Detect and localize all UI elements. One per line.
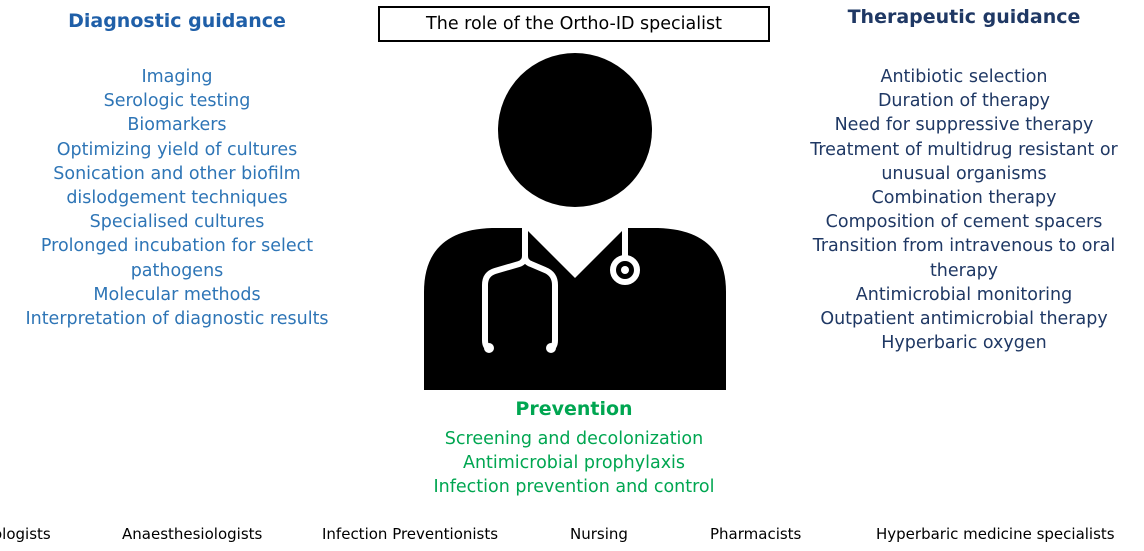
list-item: Duration of therapy [877,91,1051,112]
list-item: Treatment of multidrug resistant or [810,139,1118,160]
list-item: Prolonged incubation for select [40,236,314,257]
list-item: Imaging [141,67,213,87]
list-item: dislodgement techniques [66,188,288,209]
diagram-title: The role of the Ortho-ID specialist [426,14,722,34]
list-item: Antimicrobial monitoring [855,284,1073,305]
list-item: Molecular methods [93,284,261,305]
list-item: Infection prevention and control [433,477,715,498]
footer-specialties: ologists Anaesthesiologists Infection Pr… [0,522,1144,551]
list-item: Antimicrobial prophylaxis [462,453,686,474]
footer-item: Nursing [570,525,628,543]
list-item: Hyperbaric oxygen [881,333,1047,354]
prevention-list: Screening and decolonization Antimicrobi… [374,427,774,500]
diagnostic-list: Imaging Serologic testing Biomarkers Opt… [0,65,354,331]
footer-item: Anaesthesiologists [122,525,263,543]
list-item: Transition from intravenous to oral [812,236,1116,257]
list-item: Outpatient antimicrobial therapy [820,309,1108,330]
list-item: Optimizing yield of cultures [56,139,298,160]
footer-item: Infection Preventionists [322,525,499,543]
list-item: Antibiotic selection [880,67,1048,87]
prevention-heading: Prevention [515,398,633,420]
list-item: Biomarkers [127,115,227,136]
title-box: The role of the Ortho-ID specialist [378,6,770,42]
list-item: Screening and decolonization [444,429,704,449]
list-item: therapy [929,260,999,281]
footer-item: Hyperbaric medicine specialists [876,525,1115,543]
therapeutic-heading: Therapeutic guidance [847,6,1081,28]
list-item: Sonication and other biofilm [53,163,301,184]
diagnostic-heading: Diagnostic guidance [68,10,286,32]
list-item: pathogens [130,260,224,281]
list-item: Interpretation of diagnostic results [25,309,329,330]
footer-item: Pharmacists [710,525,802,543]
list-item: Composition of cement spacers [825,212,1103,233]
doctor-with-stethoscope-icon [424,53,726,390]
list-item: Serologic testing [103,91,251,112]
list-item: unusual organisms [881,163,1047,184]
therapeutic-list: Antibiotic selection Duration of therapy… [784,65,1144,355]
footer-item: ologists [0,525,51,543]
list-item: Combination therapy [871,188,1057,209]
list-item: Specialised cultures [89,212,265,233]
list-item: Need for suppressive therapy [834,115,1094,136]
